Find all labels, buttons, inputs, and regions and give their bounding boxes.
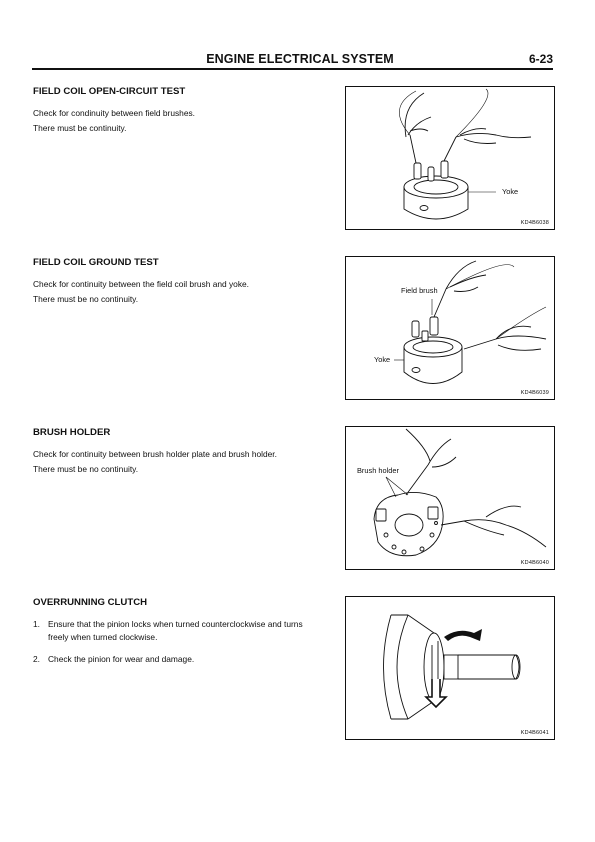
section-title-brush-holder: BRUSH HOLDER [33,427,111,438]
figure-field-coil-ground-test: Field brush Yoke KD4B6039 [345,256,555,400]
list-item-number: 2. [33,654,40,664]
figure-label: Field brush [401,286,438,295]
paragraph: There must be no continuity. [33,294,139,304]
yoke-continuity-illustration [399,88,532,220]
figure-overrunning-clutch: KD4B6041 [345,596,555,740]
overrunning-clutch-illustration [383,614,521,720]
figure-field-coil-open-circuit-test: Yoke KD4B6038 [345,86,555,230]
figure-code: KD4B6039 [520,390,549,396]
paragraph: Check for condinuity between field brush… [33,108,196,118]
list-item-text: Check the pinion for wear and damage. [48,654,195,664]
section-list-overrunning-clutch: 1. Ensure that the pinion locks when tur… [33,618,318,675]
paragraph: There must be no continuity. [33,464,139,474]
figure-label: Yoke [374,355,391,364]
figure-code: KD4B6041 [520,730,549,736]
list-item-text: Ensure that the pinion locks when turned… [48,619,303,642]
paragraph: Check for continuity between the field c… [33,279,250,289]
field-brush-ground-illustration [394,260,547,384]
brush-holder-plate-illustration [373,428,547,557]
page-header-title: ENGINE ELECTRICAL SYSTEM [206,52,394,66]
figure-label: Yoke [502,187,519,196]
list-item: 2. Check the pinion for wear and damage. [33,653,318,666]
figure-label: Brush holder [357,466,399,475]
list-item: 1. Ensure that the pinion locks when tur… [33,618,318,644]
section-body-field-coil-ground-test: Check for continuity between the field c… [33,277,323,307]
figure-code: KD4B6038 [520,220,549,226]
section-title-field-coil-open-circuit-test: FIELD COIL OPEN-CIRCUIT TEST [33,86,186,97]
paragraph: There must be continuity. [33,123,127,133]
figure-code: KD4B6040 [520,560,549,566]
section-body-brush-holder: Check for continuity between brush holde… [33,447,323,477]
header-rule [32,68,553,70]
list-item-number: 1. [33,619,40,629]
section-title-overrunning-clutch: OVERRUNNING CLUTCH [33,597,148,608]
figure-brush-holder: Brush holder KD4B6040 [345,426,555,570]
page-number: 6-23 [528,52,553,66]
section-title-field-coil-ground-test: FIELD COIL GROUND TEST [33,257,159,268]
paragraph: Check for continuity between brush holde… [33,449,277,459]
section-body-field-coil-open-circuit-test: Check for condinuity between field brush… [33,106,323,136]
